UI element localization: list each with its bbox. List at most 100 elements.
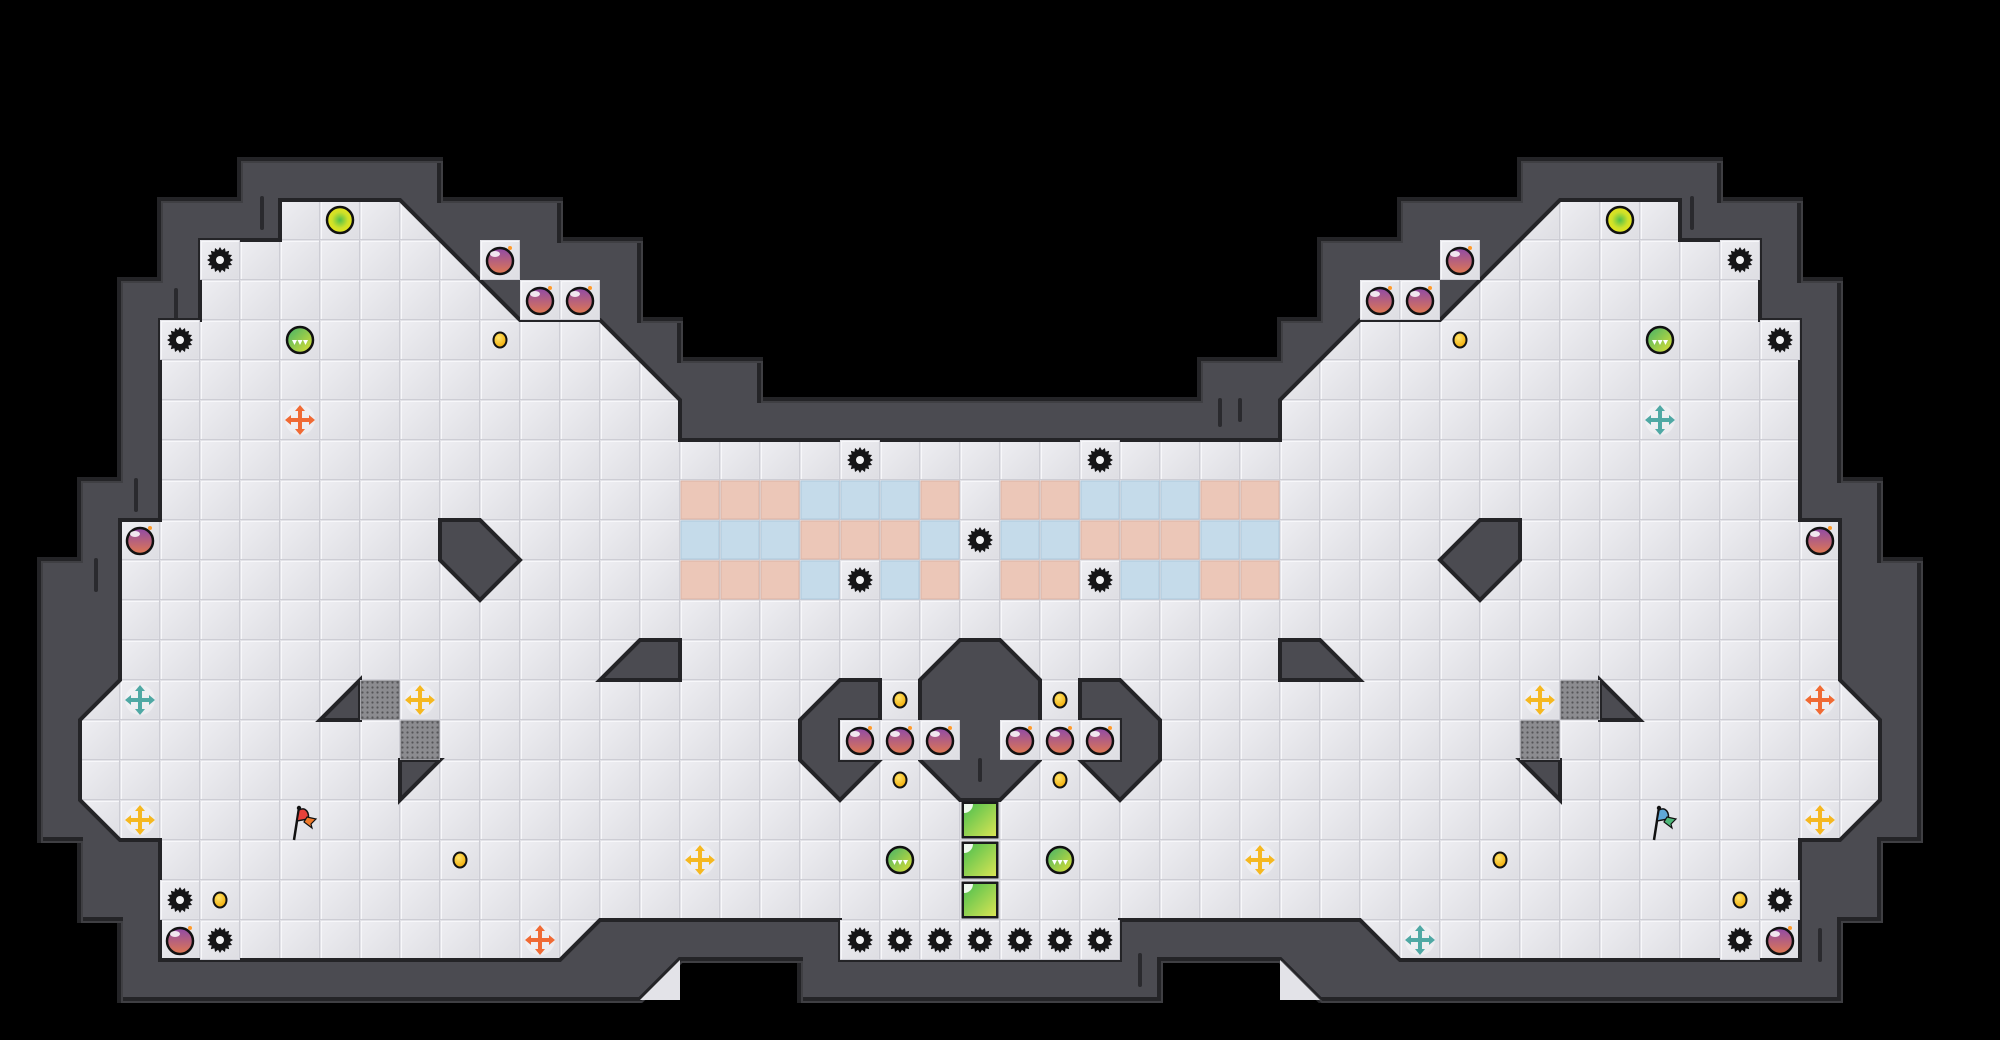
saw-gear-icon	[847, 447, 873, 473]
move-arrows-yellow-icon	[1805, 805, 1835, 835]
pink-tile	[1200, 560, 1240, 600]
pink-tile	[1160, 520, 1200, 560]
pink-tile	[1080, 520, 1120, 560]
blue-tile	[880, 560, 920, 600]
wall-obstacle	[595, 638, 682, 682]
grate-block	[1520, 720, 1560, 760]
coin-icon	[452, 851, 468, 869]
pink-tile	[1000, 480, 1040, 520]
blue-tile	[840, 480, 880, 520]
move-arrows-teal-icon	[1645, 405, 1675, 435]
bomb-icon	[125, 526, 155, 556]
blue-tile	[720, 520, 760, 560]
entities	[125, 205, 1835, 956]
green-crate-block	[961, 881, 999, 919]
blue-tile	[1000, 520, 1040, 560]
player-blue-flag[interactable]	[1652, 805, 1678, 841]
grate-block	[1560, 680, 1600, 720]
blue-tile	[1160, 560, 1200, 600]
bomb-icon	[1765, 926, 1795, 956]
spike-ball-icon	[285, 325, 315, 355]
wall-obstacle	[1437, 518, 1522, 603]
blue-tile	[800, 480, 840, 520]
green-crate-block	[961, 841, 999, 879]
blue-tile	[880, 480, 920, 520]
bomb-icon	[1805, 526, 1835, 556]
coin-icon	[892, 771, 908, 789]
pink-tile	[1040, 560, 1080, 600]
blue-tile	[1080, 480, 1120, 520]
pink-tile	[760, 480, 800, 520]
pink-tile	[760, 560, 800, 600]
floor-corner	[1280, 960, 1320, 1000]
saw-gear-icon	[1727, 927, 1753, 953]
saw-gear-icon	[847, 567, 873, 593]
bomb-icon	[525, 286, 555, 316]
pink-tile	[1120, 520, 1160, 560]
saw-gear-icon	[887, 927, 913, 953]
coin-icon	[1732, 891, 1748, 909]
bomb-icon	[845, 726, 875, 756]
bomb-icon	[1005, 726, 1035, 756]
coin-icon	[1492, 851, 1508, 869]
blue-tile	[1120, 560, 1160, 600]
pink-tile	[680, 480, 720, 520]
bomb-icon	[165, 926, 195, 956]
pink-tile	[880, 520, 920, 560]
move-arrows-teal-icon	[1405, 925, 1435, 955]
move-arrows-teal-icon	[125, 685, 155, 715]
coin-icon	[1452, 331, 1468, 349]
pink-tile	[920, 560, 960, 600]
player-red-flag[interactable]	[292, 805, 318, 841]
saw-gear-icon	[167, 887, 193, 913]
blue-tile	[760, 520, 800, 560]
pink-tile	[800, 520, 840, 560]
saw-gear-icon	[1007, 927, 1033, 953]
move-arrows-yellow-icon	[1245, 845, 1275, 875]
floor-corner	[640, 960, 680, 1000]
pink-tile	[680, 560, 720, 600]
pink-tile	[840, 520, 880, 560]
pink-tile	[720, 480, 760, 520]
blue-tile	[680, 520, 720, 560]
coin-icon	[1052, 691, 1068, 709]
move-arrows-yellow-icon	[685, 845, 715, 875]
spike-ball-icon	[1645, 325, 1675, 355]
bomb-icon	[1045, 726, 1075, 756]
blue-tile	[800, 560, 840, 600]
wall-obstacle	[1278, 638, 1365, 682]
move-arrows-yellow-icon	[1525, 685, 1555, 715]
move-arrows-orange-icon	[1805, 685, 1835, 715]
saw-gear-icon	[167, 327, 193, 353]
blue-tile	[1240, 520, 1280, 560]
saw-gear-icon	[967, 527, 993, 553]
bomb-icon	[925, 726, 955, 756]
spike-ball-icon	[885, 845, 915, 875]
goal-orb-right	[1605, 205, 1635, 235]
bomb-icon	[485, 246, 515, 276]
saw-gear-icon	[207, 247, 233, 273]
saw-gear-icon	[1047, 927, 1073, 953]
saw-gear-icon	[967, 927, 993, 953]
grate-block	[360, 680, 400, 720]
pink-tile	[1040, 480, 1080, 520]
pink-tile	[720, 560, 760, 600]
bomb-icon	[1445, 246, 1475, 276]
blue-tile	[1040, 520, 1080, 560]
saw-gear-icon	[1767, 327, 1793, 353]
move-arrows-yellow-icon	[125, 805, 155, 835]
coin-icon	[492, 331, 508, 349]
blue-tile	[1120, 480, 1160, 520]
spike-ball-icon	[1045, 845, 1075, 875]
pink-tile	[1200, 480, 1240, 520]
grate-block	[400, 720, 440, 760]
goal-orb-left	[325, 205, 355, 235]
pink-tile	[1240, 480, 1280, 520]
bomb-icon	[1405, 286, 1435, 316]
blue-tile	[1200, 520, 1240, 560]
blue-tile	[1160, 480, 1200, 520]
pink-tile	[1240, 560, 1280, 600]
saw-gear-icon	[847, 927, 873, 953]
bomb-icon	[1085, 726, 1115, 756]
